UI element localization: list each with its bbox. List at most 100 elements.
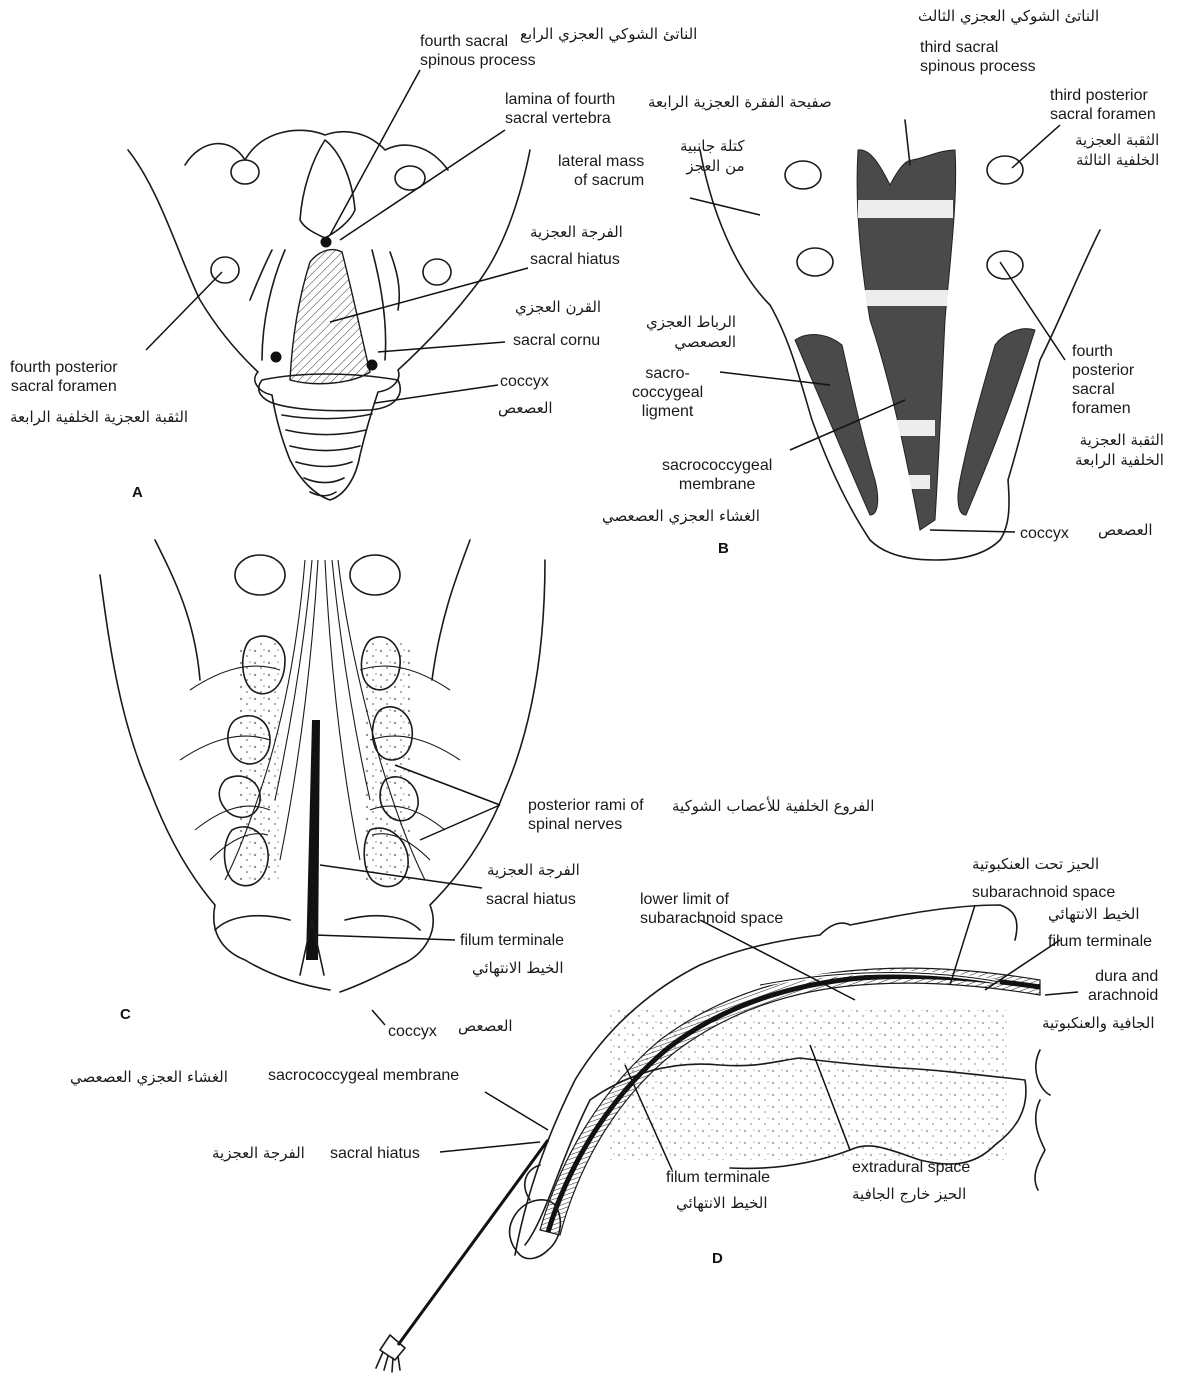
panel-c-leader-rami	[395, 765, 500, 840]
panel-d-leader-dura	[1045, 992, 1078, 995]
panel-b-band-4	[895, 475, 930, 489]
panel-b-foramen-3-left	[785, 161, 821, 189]
panel-b-letter: B	[718, 540, 729, 557]
panel-a-leader-cornu	[378, 342, 505, 352]
a-coccyx-label: coccyx	[500, 372, 549, 391]
b-foramen-4-label: fourth posterior sacral foramen	[1072, 342, 1134, 418]
panel-a-leader-spinous	[330, 70, 420, 235]
d-filum-top-ar: الخيط الانتهائي	[1048, 904, 1140, 924]
panel-a-letter: A	[132, 484, 143, 501]
panel-b-band-2	[860, 290, 950, 306]
panel-a-sacrum-posterior-view	[128, 70, 530, 500]
panel-a-lamina-right	[372, 250, 399, 360]
b-ligament-ar: الرباط العجزي العصعصي	[646, 312, 736, 352]
c-coccyx-ar: العصعص	[458, 1016, 513, 1036]
a-foramen-ar: الثقبة العجزية الخلفية الرابعة	[10, 407, 188, 427]
panel-d-letter: D	[712, 1250, 723, 1267]
panel-b-leader-spinous	[905, 120, 910, 165]
panel-c-texture-left	[240, 640, 280, 880]
d-filum-label: filum terminale	[666, 1168, 770, 1187]
d-membrane-label: sacrococcygeal membrane	[268, 1066, 459, 1085]
a-hiatus-label: sacral hiatus	[530, 250, 620, 269]
a-lamina-label: lamina of fourth sacral vertebra	[505, 90, 615, 128]
d-subarachnoid-ar: الحيز تحت العنكبوتية	[972, 854, 1099, 874]
a-cornu-label: sacral cornu	[513, 331, 600, 350]
c-rami-ar: الفروع الخلفية للأعصاب الشوكية	[672, 796, 874, 816]
d-extradural-label: extradural space	[852, 1158, 970, 1177]
a-foramen-label: fourth posterior sacral foramen	[10, 358, 118, 396]
panel-a-cornu-dot-right	[367, 360, 377, 370]
panel-c-posterior-rami	[180, 666, 460, 860]
a-spinous-process-label: fourth sacral spinous process	[420, 32, 536, 70]
panel-a-spinous-process	[300, 140, 355, 238]
panel-b-foramen-3-right	[987, 156, 1023, 184]
panel-b-band-3	[885, 420, 935, 436]
b-ligament-label: sacro- coccygeal ligment	[632, 364, 703, 421]
panel-a-leader-lamina	[340, 130, 505, 240]
panel-a-leader-foramen	[146, 272, 222, 350]
panel-c-letter: C	[120, 1006, 131, 1023]
d-subarachnoid-label: subarachnoid space	[972, 883, 1115, 902]
panel-b-band-1	[858, 200, 953, 218]
c-coccyx-label: coccyx	[388, 1022, 437, 1041]
b-foramen-4-ar: الثقبة العجزية الخلفية الرابعة	[1075, 430, 1164, 470]
panel-a-upper-sacral-crest	[185, 130, 448, 170]
panel-a-leader-coccyx	[375, 385, 498, 403]
panel-a-leader-hiatus	[330, 268, 528, 322]
b-membrane-label: sacrococcygeal membrane	[662, 456, 772, 494]
b-foramen-3-ar: الثقبة العجزية الخلفية الثالثة	[1075, 130, 1159, 170]
a-coccyx-ar: العصعص	[498, 398, 553, 418]
panel-b-foramen-4-right	[987, 251, 1023, 279]
b-spinous-process-label: third sacral spinous process	[920, 38, 1036, 76]
d-dura-ar: الجافية والعنكبوتية	[1042, 1013, 1155, 1033]
b-foramen-3-label: third posterior sacral foramen	[1050, 86, 1156, 124]
panel-b-ligament-view	[690, 120, 1100, 560]
panel-c-foramen-left	[235, 555, 285, 595]
c-hiatus-label: sacral hiatus	[486, 890, 576, 909]
c-rami-label: posterior rami of spinal nerves	[528, 796, 644, 834]
a-lamina-ar: صفيحة الفقرة العجزية الرابعة	[648, 92, 832, 112]
panel-b-leader-coccyx	[930, 530, 1015, 532]
b-spinous-process-ar: الناتئ الشوكي العجزي الثالث	[918, 6, 1099, 26]
d-hiatus-label: sacral hiatus	[330, 1144, 420, 1163]
panel-a-lamina-left	[250, 250, 285, 360]
panel-a-third-foramen-left	[231, 160, 259, 184]
d-extradural-ar: الحيز خارج الجافية	[852, 1184, 966, 1204]
a-spinous-process-ar: الناتئ الشوكي العجزي الرابع	[520, 24, 697, 44]
panel-c-sacrum-outline-left	[100, 575, 330, 990]
panel-d-reference-marks	[1035, 1050, 1050, 1190]
c-filum-label: filum terminale	[460, 931, 564, 950]
panel-d-leader-hiatus	[440, 1142, 540, 1152]
d-filum-ar: الخيط الانتهائي	[676, 1193, 768, 1213]
d-lower-limit-label: lower limit of subarachnoid space	[640, 890, 783, 928]
panel-c-texture-right	[365, 640, 410, 880]
panel-a-lamina-dot	[321, 237, 331, 247]
panel-c-leader-coccyx	[372, 1010, 385, 1025]
panel-b-leader-foramen-3	[1012, 125, 1060, 168]
panel-c-lateral-borders	[155, 540, 470, 680]
b-coccyx-ar: العصعص	[1098, 520, 1153, 540]
d-membrane-ar: الغشاء العجزي العصعصي	[70, 1067, 228, 1087]
d-hiatus-ar: الفرجة العجزية	[212, 1143, 305, 1163]
panel-c-leader-filum	[315, 935, 455, 940]
d-dura-label: dura and arachnoid	[1088, 967, 1158, 1005]
b-lateral-mass-label: lateral mass of sacrum	[558, 152, 644, 190]
d-filum-top-label: filum terminale	[1048, 932, 1152, 951]
panel-a-sacral-hiatus	[290, 250, 370, 384]
b-membrane-ar: الغشاء العجزي العصعصي	[602, 506, 760, 526]
panel-c-posterior-rami-view	[100, 540, 545, 1025]
c-filum-ar: الخيط الانتهائي	[472, 958, 564, 978]
panel-b-leader-lateral-mass	[690, 198, 760, 215]
panel-b-lateral-ligament-left	[795, 335, 878, 515]
panel-d-bone-texture	[610, 1010, 1010, 1160]
panel-a-fourth-foramen-right	[423, 259, 451, 285]
a-hiatus-ar: الفرجة العجزية	[530, 222, 623, 242]
panel-b-foramen-4-left	[797, 248, 833, 276]
b-coccyx-label: coccyx	[1020, 524, 1069, 543]
panel-d-leader-membrane	[485, 1092, 548, 1130]
a-cornu-ar: القرن العجزي	[515, 297, 601, 317]
panel-c-foramen-right	[350, 555, 400, 595]
b-lateral-mass-ar: كتلة جانبية من العجز	[680, 136, 745, 176]
